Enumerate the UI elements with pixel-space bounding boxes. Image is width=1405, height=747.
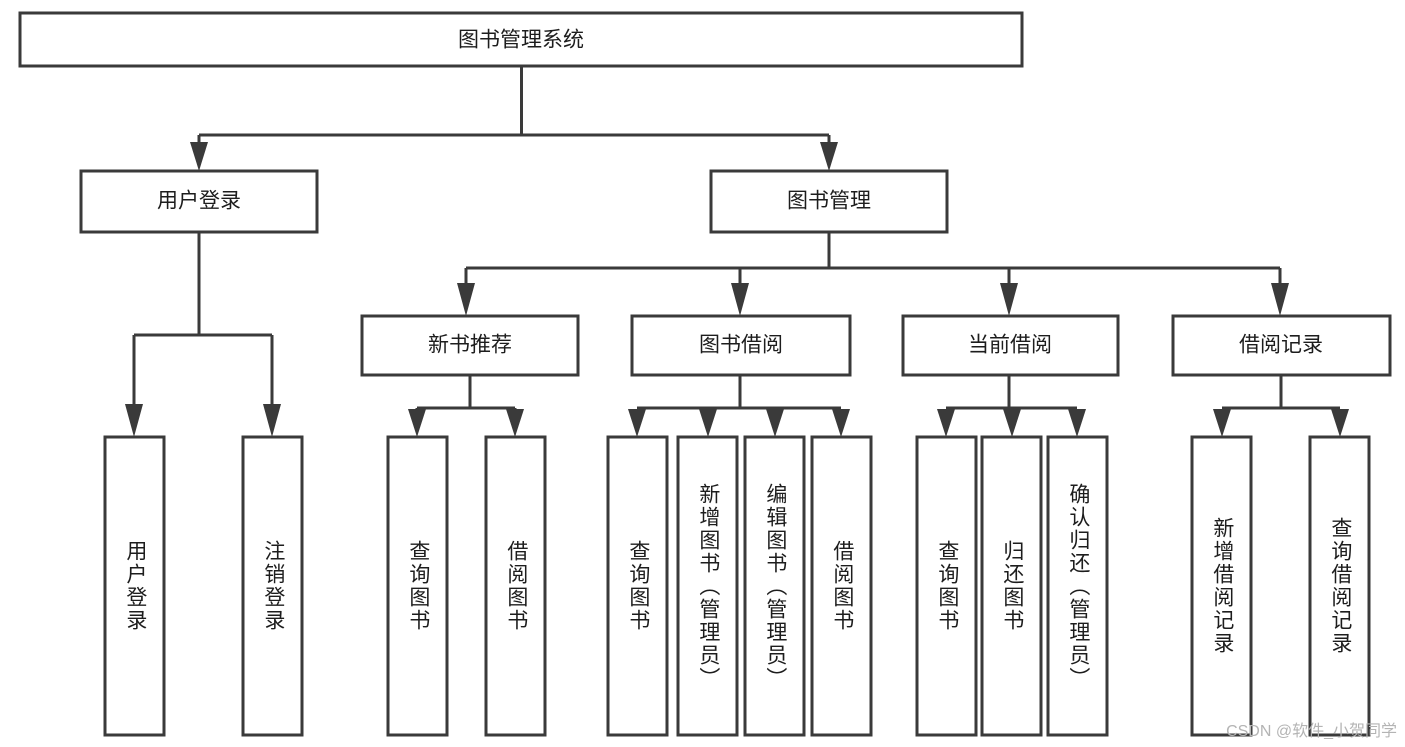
arrowhead-leaf-query-book [628, 409, 646, 437]
arrowhead-leaf-user-login [125, 404, 143, 437]
arrowhead-leaf-return-book [1003, 409, 1021, 437]
arrowhead-leaf-add-borrow-record [1213, 409, 1231, 437]
node-user-login[interactable]: 用户登录 [79, 169, 319, 234]
node-leaf-add-borrow-record-box[interactable] [1190, 435, 1253, 737]
connector-group-book-management-to-level3 [457, 232, 1289, 316]
connector-group-borrow-record-to-leaves [1213, 375, 1349, 437]
node-new-book-recommend[interactable]: 新书推荐 [360, 314, 580, 377]
node-borrow-record[interactable]: 借阅记录 [1171, 314, 1392, 377]
node-leaf-return-book-box[interactable] [980, 435, 1043, 737]
connector-group-user-login-to-leaves [125, 232, 281, 437]
node-leaf-logout-box[interactable] [241, 435, 304, 737]
node-leaf-borrow-book-box[interactable] [810, 435, 873, 737]
node-current-borrow-box[interactable] [901, 314, 1120, 377]
node-new-book-recommend-label: 新书推荐 [428, 334, 512, 357]
arrowhead-leaf-borrow-book [832, 409, 850, 437]
node-leaf-query-borrow-record-box[interactable] [1308, 435, 1371, 737]
arrowhead-book-borrow [731, 283, 749, 316]
connector-group-book-borrow-to-leaves [628, 375, 850, 437]
leaf-box-group [103, 435, 1371, 737]
arrowhead-current-borrow [1000, 283, 1018, 316]
arrowhead-leaf-query-book-recommend [408, 409, 426, 437]
node-leaf-query-book-recommend-box[interactable] [386, 435, 449, 737]
connector-group-new-book-to-leaves [408, 375, 524, 437]
arrowhead-borrow-record [1271, 283, 1289, 316]
node-leaf-add-book-admin-box[interactable] [676, 435, 739, 737]
node-user-login-label: 用户登录 [157, 190, 241, 213]
node-book-management-box[interactable] [709, 169, 949, 234]
node-book-borrow-box[interactable] [630, 314, 852, 377]
node-leaf-query-book-box[interactable] [606, 435, 669, 737]
node-new-book-recommend-box[interactable] [360, 314, 580, 377]
arrowhead-leaf-confirm-return-admin [1068, 409, 1086, 437]
node-book-management-label: 图书管理 [787, 190, 871, 213]
arrowhead-leaf-edit-book-admin [766, 409, 784, 437]
node-user-login-box[interactable] [79, 169, 319, 234]
arrowhead-book-management [820, 142, 838, 171]
node-root-box[interactable] [18, 11, 1024, 68]
node-leaf-borrow-book-recommend-box[interactable] [484, 435, 547, 737]
node-current-borrow[interactable]: 当前借阅 [901, 314, 1120, 377]
node-current-borrow-label: 当前借阅 [968, 334, 1052, 357]
arrowhead-leaf-query-book-current [937, 409, 955, 437]
watermark-text: CSDN @软件_小贺同学 [1226, 723, 1397, 740]
node-borrow-record-label: 借阅记录 [1239, 334, 1323, 357]
arrowhead-new-book-recommend [457, 283, 475, 316]
node-borrow-record-box[interactable] [1171, 314, 1392, 377]
connector-group-root-to-level2 [190, 66, 838, 171]
arrowhead-leaf-logout [263, 404, 281, 437]
node-leaf-edit-book-admin-box[interactable] [743, 435, 806, 737]
node-book-management[interactable]: 图书管理 [709, 169, 949, 234]
arrowhead-leaf-borrow-book-recommend [506, 409, 524, 437]
node-leaf-confirm-return-admin-box[interactable] [1046, 435, 1109, 737]
node-root-label: 图书管理系统 [458, 29, 584, 52]
node-book-borrow-label: 图书借阅 [699, 334, 783, 357]
node-book-borrow[interactable]: 图书借阅 [630, 314, 852, 377]
node-leaf-user-login-box[interactable] [103, 435, 166, 737]
node-root[interactable]: 图书管理系统 [18, 11, 1024, 68]
arrowhead-leaf-query-borrow-record [1331, 409, 1349, 437]
arrowhead-leaf-add-book-admin [699, 409, 717, 437]
connector-group-current-borrow-to-leaves [937, 375, 1086, 437]
arrowhead-user-login [190, 142, 208, 171]
node-leaf-query-book-current-box[interactable] [915, 435, 978, 737]
